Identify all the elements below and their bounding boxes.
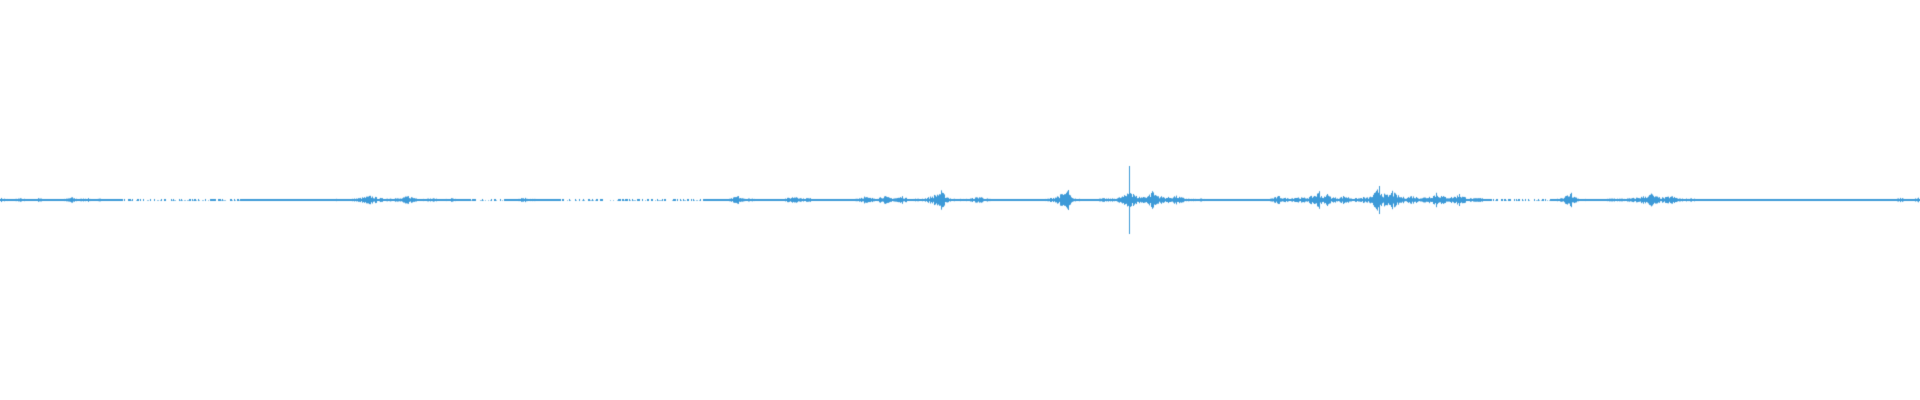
audio-waveform[interactable]: [0, 0, 1920, 400]
